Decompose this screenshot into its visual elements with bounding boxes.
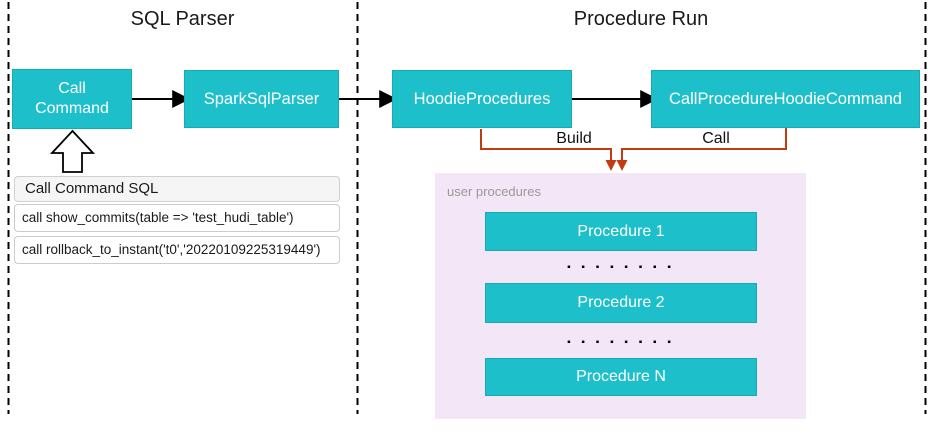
call-arrowhead-icon (616, 160, 628, 171)
ellipsis-dots: ▪ ▪ ▪ ▪ ▪ ▪ ▪ ▪ (567, 337, 675, 348)
ellipsis-dots: ▪ ▪ ▪ ▪ ▪ ▪ ▪ ▪ (567, 262, 675, 273)
user-procedures-label: user procedures (447, 184, 541, 199)
section-title-sql-parser: SQL Parser (130, 8, 235, 30)
call-command-sql-table: Call Command SQL call show_commits(table… (14, 176, 340, 268)
node-callprocedurehoodiecommand: CallProcedureHoodieCommand (651, 70, 920, 128)
node-procedure-2: Procedure 2 (485, 283, 757, 323)
edge-label-build: Build (556, 130, 592, 147)
node-hoodieprocedures: HoodieProcedures (392, 70, 572, 128)
node-procedure-n: Procedure N (485, 358, 757, 396)
node-sparksqlparser: SparkSqlParser (184, 70, 339, 128)
hollow-up-arrow-icon (49, 129, 96, 173)
user-procedures-container: user procedures Procedure 1 ▪ ▪ ▪ ▪ ▪ ▪ … (435, 173, 806, 419)
sql-table-header: Call Command SQL (14, 176, 340, 202)
node-call-command: Call Command (12, 69, 132, 129)
node-procedure-1: Procedure 1 (485, 212, 757, 251)
section-title-procedure-run: Procedure Run (573, 8, 709, 30)
build-arrowhead-icon (605, 160, 617, 171)
edge-label-call: Call (702, 130, 730, 147)
sql-table-row: call show_commits(table => 'test_hudi_ta… (14, 204, 340, 232)
sql-table-row: call rollback_to_instant('t0','202201092… (14, 236, 340, 264)
